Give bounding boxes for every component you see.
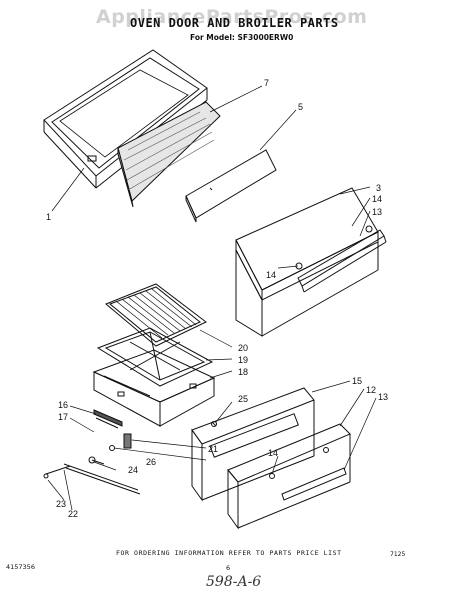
broiler-grid [105,283,207,347]
door-insulation [117,101,221,208]
outer-oven-door [235,187,387,337]
callout-19: 19 [238,355,248,365]
drawer-front-inner [191,387,315,502]
callout-21: 21 [208,444,218,454]
broiler-drawer [92,349,216,427]
drawer-bracket [93,409,123,429]
callout-15: 15 [352,376,362,386]
callout-14-top: 14 [372,194,382,204]
callout-12: 12 [366,385,376,395]
callout-13-top: 13 [372,207,382,217]
callout-5: 5 [298,102,303,112]
callout-25: 25 [238,394,248,404]
watermark: AppliancePartsPros.com [96,6,368,28]
model-line: For Model: SF3000ERW0 [190,33,294,42]
drawer-front-outer [227,423,351,530]
callout-3: 3 [376,183,381,193]
document-number: 4157356 [6,563,35,571]
page-number: 6 [226,564,231,572]
callout-24: 24 [128,465,138,475]
diagram-title: OVEN DOOR AND BROILER PARTS [130,16,339,30]
handwritten-note: 598-A-6 [206,574,262,590]
door-glass-panel [185,149,277,223]
callout-14-bottom: 14 [268,448,278,458]
callout-13-bottom: 13 [378,392,388,402]
ordering-note: FOR ORDERING INFORMATION REFER TO PARTS … [116,549,342,557]
callout-leaders [47,85,377,511]
callout-20: 20 [238,343,248,353]
callout-labels: 1 7 5 3 14 13 14 20 19 18 25 16 17 21 26… [46,78,388,519]
callout-26: 26 [146,457,156,467]
glide-hardware [88,433,132,465]
callout-17: 17 [58,412,68,422]
callout-16: 16 [58,400,68,410]
callout-7: 7 [264,78,269,88]
callout-18: 18 [238,367,248,377]
callout-23: 23 [56,499,66,509]
broiler-pan [96,327,214,387]
callout-1: 1 [46,212,51,222]
callout-14-mid: 14 [266,270,276,280]
diagram-code: 7125 [390,551,406,558]
callout-22: 22 [68,509,78,519]
drawer-rail [43,463,141,495]
